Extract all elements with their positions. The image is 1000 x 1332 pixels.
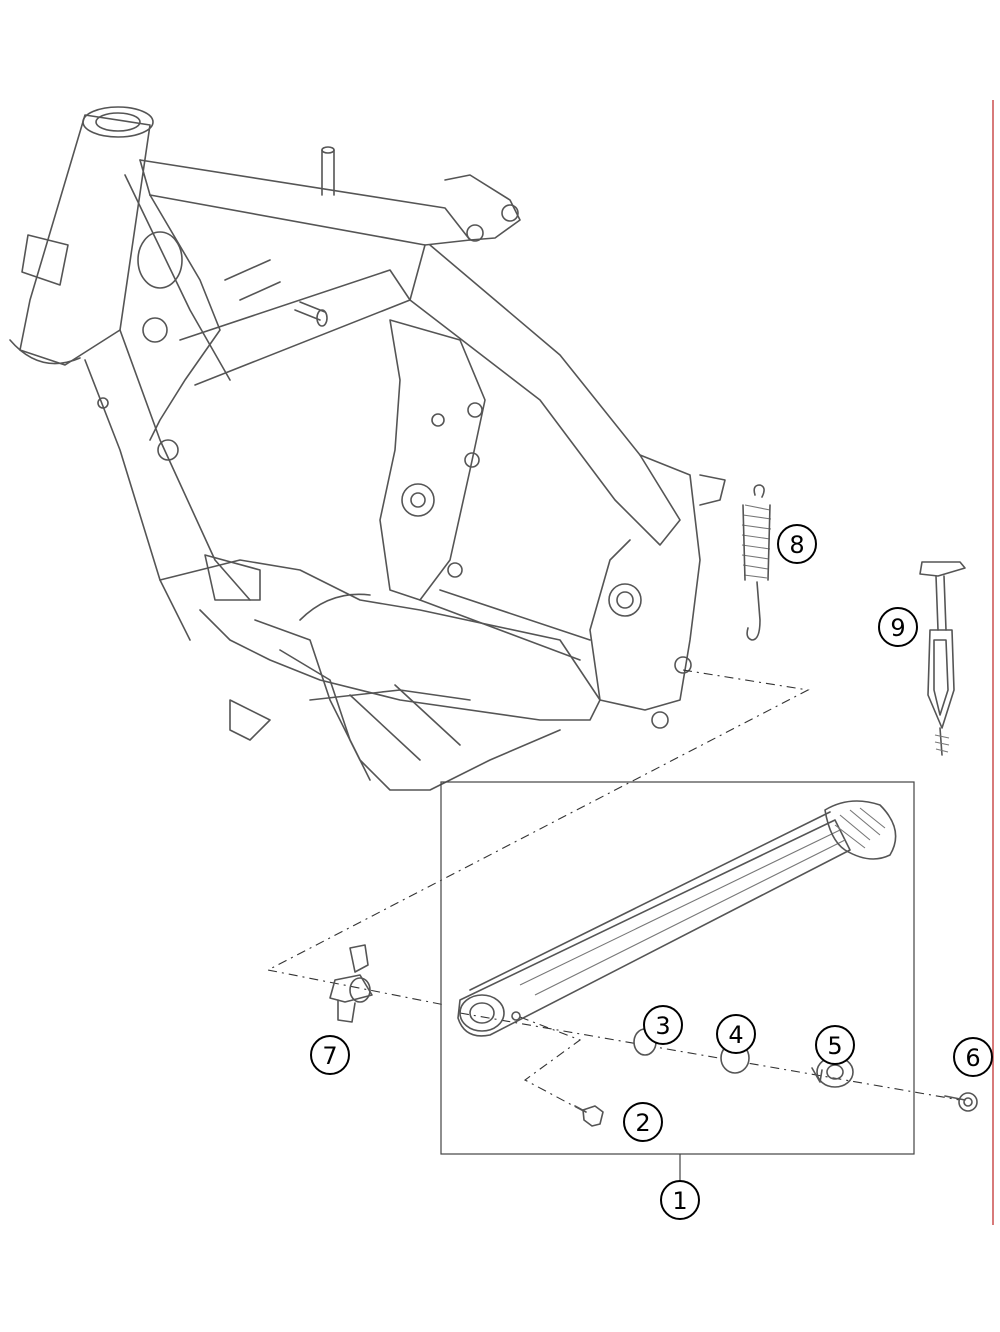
- side-stand-part: [457, 800, 897, 1037]
- stand-holder-part: [329, 944, 373, 1023]
- callout-1-label: 1: [672, 1187, 687, 1215]
- tension-spring-part: [741, 484, 772, 641]
- callout-3-label: 3: [655, 1012, 670, 1040]
- callout-9-label: 9: [890, 614, 905, 642]
- callout-1: 1: [660, 1180, 700, 1220]
- callout-7: 7: [310, 1035, 350, 1075]
- callout-7-label: 7: [322, 1042, 337, 1070]
- side-stand-kit-box: [440, 781, 915, 1155]
- callout-2: 2: [623, 1102, 663, 1142]
- bolt-part: [944, 1092, 978, 1112]
- callout-5-label: 5: [827, 1032, 842, 1060]
- callout-8: 8: [777, 524, 817, 564]
- motorcycle-frame: [9, 106, 726, 791]
- callout-6-label: 6: [965, 1044, 980, 1072]
- screw-part: [574, 1105, 604, 1127]
- callout-6: 6: [953, 1037, 993, 1077]
- callout-8-label: 8: [789, 531, 804, 559]
- callout-4: 4: [716, 1014, 756, 1054]
- callout-5: 5: [815, 1025, 855, 1065]
- assembly-leader-lines: [266, 669, 961, 1113]
- callout-4-label: 4: [728, 1021, 743, 1049]
- spring-hook-tool-part: [919, 561, 966, 756]
- callout-2-label: 2: [635, 1109, 650, 1137]
- callout-9: 9: [878, 607, 918, 647]
- callout-3: 3: [643, 1005, 683, 1045]
